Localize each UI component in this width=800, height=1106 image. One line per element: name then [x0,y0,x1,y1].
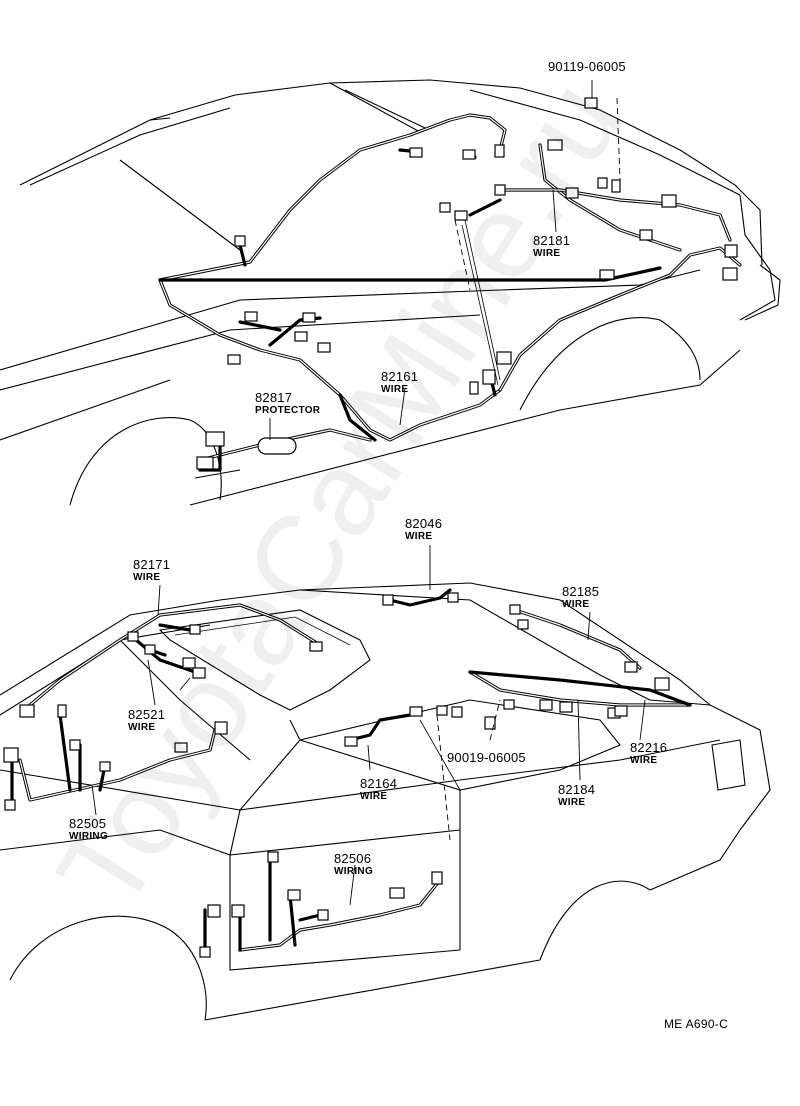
top-connectors [196,97,738,470]
top-wire-harness [158,113,742,472]
callout-82046: 82046 [405,516,443,531]
callout-82505: 82505 [69,816,107,831]
callout-82181: 82181 [533,233,571,248]
protector-tube [257,437,297,455]
callout-82506: 82506 [334,851,372,866]
callout-82171-desc: WIRE [133,572,161,583]
callout-82185-desc: WIRE [562,599,590,610]
bottom-leader-lines [91,545,646,906]
callout-82161-desc: WIRE [381,384,409,395]
callout-82184-desc: WIRE [558,797,586,808]
callout-82817-desc: PROTECTOR [255,405,321,416]
callout-82817: 82817 [255,390,293,405]
callout-82046-desc: WIRE [405,531,433,542]
callout-82181-desc: WIRE [533,248,561,259]
callout-90019-06005: 90019-06005 [447,750,526,765]
callout-82164: 82164 [360,776,398,791]
bottom-wire-harness [10,588,692,952]
callout-82164-desc: WIRE [360,791,388,802]
figure-code: ME A690-C [664,1017,729,1031]
callout-82171: 82171 [133,557,171,572]
top-leader-lines [269,80,621,440]
callout-82184: 82184 [558,782,596,797]
callout-90119-06005: 90119-06005 [548,59,626,74]
callout-82216: 82216 [630,740,668,755]
callout-82506-desc: WIRING [334,866,374,877]
callout-82521-desc: WIRE [128,722,156,733]
callout-82216-desc: WIRE [630,755,658,766]
callout-82161: 82161 [381,369,419,384]
callout-82505-desc: WIRING [69,831,109,842]
bottom-car-body [0,582,771,1021]
callout-82521: 82521 [128,707,166,722]
bottom-connectors [3,592,670,958]
callout-82185: 82185 [562,584,600,599]
